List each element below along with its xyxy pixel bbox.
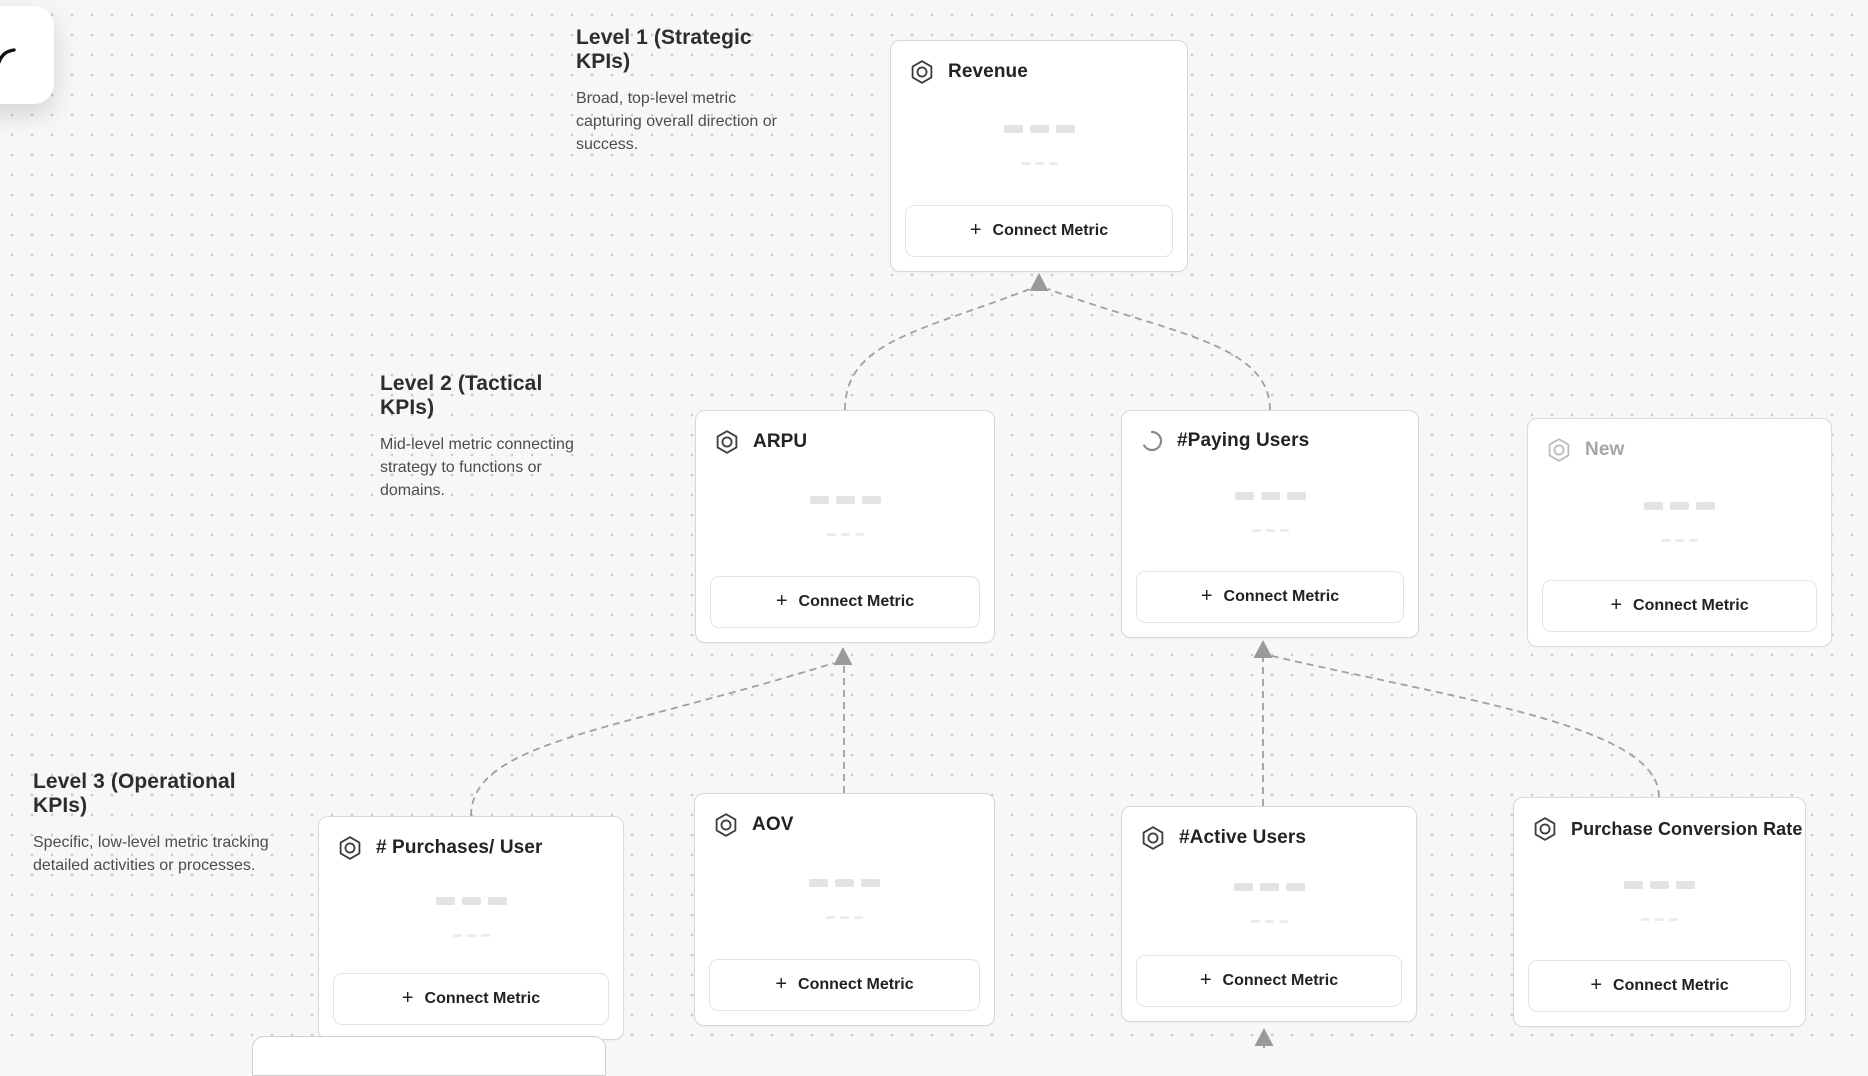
node-header: Purchase Conversion Rate (1514, 798, 1805, 842)
plus-icon: + (775, 590, 788, 612)
plus-icon: + (775, 973, 788, 995)
connect-metric-button[interactable]: + Connect Metric (905, 205, 1173, 257)
connect-metric-label: Connect Metric (1613, 977, 1729, 994)
level-3-description: Specific, low-level metric tracking deta… (33, 834, 269, 875)
plus-icon: + (969, 219, 982, 241)
floating-panel[interactable] (0, 6, 54, 104)
skeleton-placeholder (1528, 463, 1831, 580)
skeleton-placeholder (1122, 453, 1418, 571)
plus-icon: + (1610, 594, 1623, 616)
node-header: ARPU (696, 411, 994, 455)
connect-metric-button[interactable]: + Connect Metric (1136, 571, 1404, 623)
metric-hexagon-icon (911, 60, 933, 84)
connect-metric-button[interactable]: + Connect Metric (1528, 960, 1791, 1012)
level-1-title: Level 1 (Strategic KPIs) (576, 26, 752, 73)
node-header: New (1528, 419, 1831, 463)
metric-hexagon-icon (716, 430, 738, 454)
skeleton-placeholder (696, 455, 994, 576)
kpi-node-revenue[interactable]: Revenue + Connect Metric (890, 40, 1188, 272)
node-header: #Paying Users (1122, 411, 1418, 453)
node-header: #Active Users (1122, 807, 1416, 851)
metric-hexagon-icon (1142, 826, 1164, 850)
level-2-description: Mid-level metric connecting strategy to … (380, 436, 574, 500)
node-title: #Active Users (1179, 827, 1306, 848)
node-header: # Purchases/ User (319, 817, 623, 861)
level-3-title: Level 3 (Operational KPIs) (33, 770, 236, 817)
level-1-description: Broad, top-level metric capturing overal… (576, 90, 777, 154)
loading-spinner-icon (1143, 430, 1163, 452)
connect-metric-label: Connect Metric (798, 593, 915, 610)
kpi-node-arpu[interactable]: ARPU + Connect Metric (695, 410, 995, 643)
level-2-label: Level 2 (Tactical KPIs) Mid-level metric… (380, 372, 590, 502)
kpi-node-partial-offscreen[interactable] (252, 1036, 606, 1076)
node-title: New (1585, 439, 1625, 460)
skeleton-placeholder (1122, 851, 1416, 955)
node-header: AOV (695, 794, 994, 838)
node-header: Revenue (891, 41, 1187, 85)
connect-metric-label: Connect Metric (1223, 588, 1340, 605)
node-title: ARPU (753, 431, 808, 452)
connect-metric-label: Connect Metric (798, 976, 914, 993)
plus-icon: + (401, 987, 414, 1009)
metric-hexagon-icon (339, 836, 361, 860)
kpi-node-purchase-conversion-rate[interactable]: Purchase Conversion Rate + Connect Metri… (1513, 797, 1806, 1027)
connect-metric-button[interactable]: + Connect Metric (1542, 580, 1817, 632)
metric-hexagon-icon (1548, 438, 1570, 462)
level-3-label: Level 3 (Operational KPIs) Specific, low… (33, 770, 271, 877)
connect-metric-button[interactable]: + Connect Metric (709, 959, 980, 1011)
node-title: #Paying Users (1177, 430, 1310, 451)
node-title: # Purchases/ User (376, 837, 543, 858)
kpi-node-active-users[interactable]: #Active Users + Connect Metric (1121, 806, 1417, 1022)
skeleton-placeholder (695, 838, 994, 959)
connect-metric-label: Connect Metric (1222, 972, 1339, 989)
kpi-node-new[interactable]: New + Connect Metric (1527, 418, 1832, 647)
kpi-node-purchases-per-user[interactable]: # Purchases/ User + Connect Metric (318, 816, 624, 1040)
connect-metric-label: Connect Metric (1633, 597, 1749, 614)
connect-metric-button[interactable]: + Connect Metric (333, 973, 609, 1025)
level-1-label: Level 1 (Strategic KPIs) Broad, top-leve… (576, 26, 794, 156)
node-title: Purchase Conversion Rate (1571, 818, 1803, 839)
metric-hexagon-icon (1534, 817, 1556, 841)
plus-icon: + (1590, 974, 1603, 996)
cursor-icon (0, 48, 16, 64)
connect-metric-label: Connect Metric (424, 990, 541, 1007)
plus-icon: + (1199, 969, 1212, 991)
kpi-node-paying-users[interactable]: #Paying Users + Connect Metric (1121, 410, 1419, 638)
plus-icon: + (1200, 585, 1213, 607)
kpi-node-aov[interactable]: AOV + Connect Metric (694, 793, 995, 1026)
skeleton-placeholder (1514, 842, 1805, 960)
node-title: Revenue (948, 61, 1028, 82)
metric-hexagon-icon (715, 813, 737, 837)
connect-metric-label: Connect Metric (992, 222, 1109, 239)
connect-metric-button[interactable]: + Connect Metric (1136, 955, 1402, 1007)
level-2-title: Level 2 (Tactical KPIs) (380, 372, 543, 419)
skeleton-placeholder (319, 861, 623, 973)
connect-metric-button[interactable]: + Connect Metric (710, 576, 980, 628)
node-title: AOV (752, 814, 794, 835)
skeleton-placeholder (891, 85, 1187, 205)
